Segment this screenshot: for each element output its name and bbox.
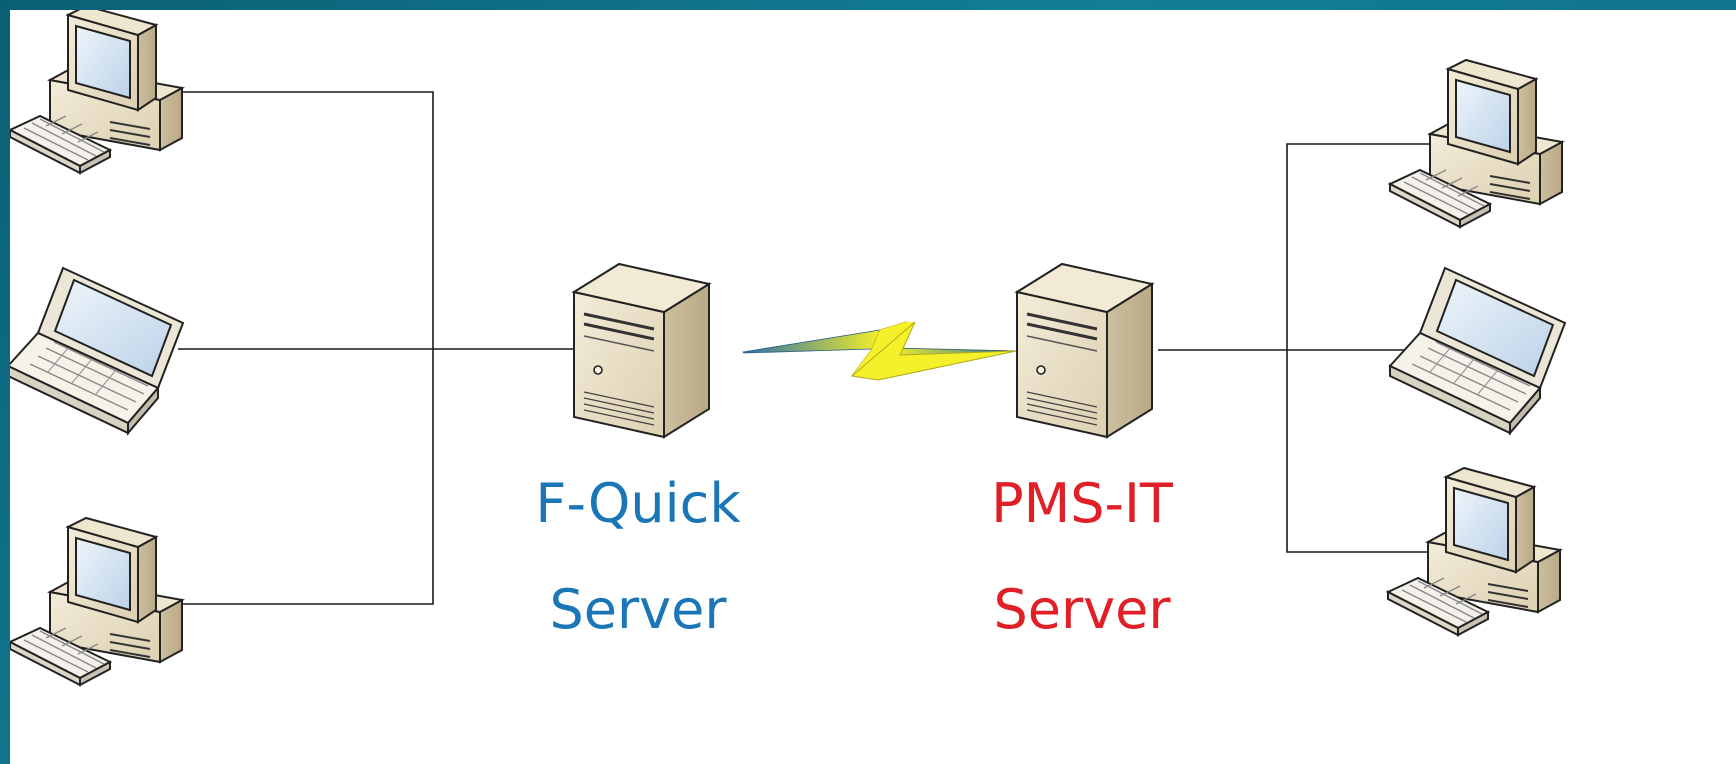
tower-server-icon <box>572 262 711 439</box>
pms-it-server-type: Server <box>993 578 1171 641</box>
right-bus-lines <box>1158 143 1438 553</box>
f-quick-server-type: Server <box>549 578 727 641</box>
f-quick-server-name: F-Quick <box>535 472 741 535</box>
pms-it-server-name: PMS-IT <box>991 472 1173 535</box>
right-bus-line <box>1286 143 1438 553</box>
laptop-icon <box>10 267 184 434</box>
desktop-computer-icon <box>10 10 183 174</box>
network-diagram-canvas: F-Quick Server PMS-IT Server <box>10 10 1736 764</box>
tower-server-icon <box>1015 262 1154 439</box>
left-bus-line <box>178 91 434 605</box>
left-bus-lines <box>178 91 588 605</box>
laptop-icon <box>1389 267 1566 434</box>
lightning-link-icon <box>742 321 1017 381</box>
desktop-computer-icon <box>10 517 183 686</box>
network-diagram <box>10 10 1566 686</box>
